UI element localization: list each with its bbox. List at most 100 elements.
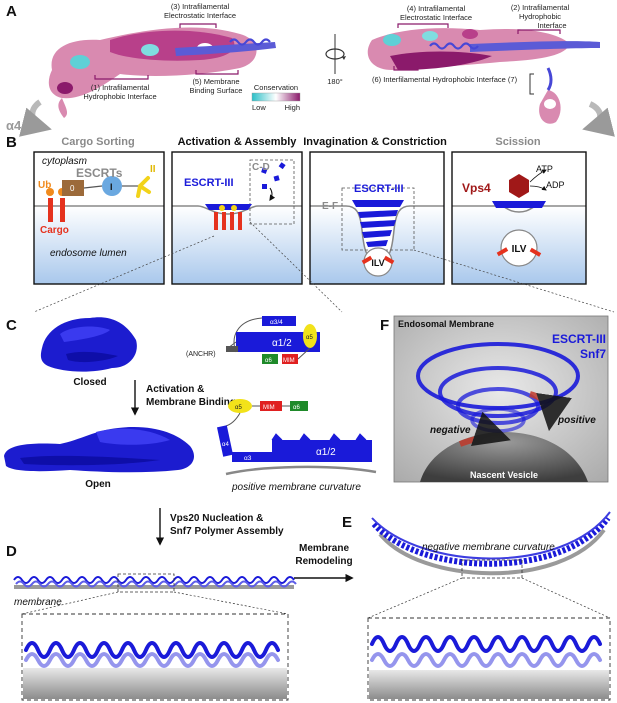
guide-line-f xyxy=(413,249,615,313)
panel-label-d: D xyxy=(6,543,17,560)
label-a6-open: α6 xyxy=(293,405,300,411)
label-interface-5b: Binding Surface xyxy=(190,86,243,95)
arrow-positive xyxy=(529,391,572,432)
label-interface-4a: (4) Intrafilamental xyxy=(407,4,466,13)
box-cargo-sorting xyxy=(33,151,165,285)
bracket-1 xyxy=(94,75,149,80)
zoom-inset-d-membrane xyxy=(23,668,287,699)
label-endosome-lumen: endosome lumen xyxy=(50,248,127,259)
label-a5-closed: α5 xyxy=(306,335,313,341)
rotation-icon xyxy=(325,34,346,74)
bracket-4 xyxy=(397,23,449,28)
label-activation-2: Membrane Binding xyxy=(146,397,236,408)
panel-d: Vps20 Nucleation & Snf7 Polymer Assembly… xyxy=(6,508,297,701)
zoom-line-e-right xyxy=(521,577,611,619)
label-atp: ATP xyxy=(536,164,553,174)
label-escrt3-f: ESCRT-III xyxy=(552,332,606,346)
label-snf7: Snf7 xyxy=(580,347,606,361)
label-a12-closed: α1/2 xyxy=(272,338,292,349)
label-a34: α3/4 xyxy=(270,319,283,326)
label-vps4: Vps4 xyxy=(462,181,491,195)
label-closed: Closed xyxy=(73,377,106,388)
polymer-curved xyxy=(371,516,611,567)
label-a3-open: α3 xyxy=(244,455,252,462)
panel-label-a: A xyxy=(6,3,17,20)
label-interface-5a: (5) Membrane xyxy=(192,77,239,86)
label-mim-closed: MIM xyxy=(283,358,295,364)
label-ub: Ub xyxy=(38,180,51,191)
label-interface-2c: Interface xyxy=(537,21,566,30)
rotation-label: 180° xyxy=(327,77,343,86)
label-interface-2a: (2) Intrafilamental xyxy=(511,3,570,12)
box-scission xyxy=(451,151,587,285)
stage-title-3: Invagination & Constriction xyxy=(303,136,447,148)
label-interface-3a: (3) Intrafilamental xyxy=(171,2,230,11)
zoom-box-d xyxy=(117,573,175,593)
label-remodeling-2: Remodeling xyxy=(295,556,352,567)
zoom-line-d-left xyxy=(21,591,119,615)
panel-label-b: B xyxy=(6,134,17,151)
panel-f: F Endosomal Membrane ESCRT-III Snf7 nega… xyxy=(380,315,609,483)
label-ef: E-F xyxy=(322,201,338,212)
label-positive-curvature: positive membrane curvature xyxy=(231,482,361,493)
zoom-line-d-right xyxy=(173,591,289,615)
closed-cartoon xyxy=(226,316,320,364)
label-interface-3b: Electrostatic Interface xyxy=(164,11,236,20)
conservation-title: Conservation xyxy=(254,83,298,92)
bracket-7 xyxy=(529,73,534,95)
zoom-box-e xyxy=(461,559,523,579)
label-a5-open: α5 xyxy=(235,405,242,411)
conservation-low: Low xyxy=(252,103,266,112)
label-interface-1a: (1) Intrafilamental xyxy=(91,83,150,92)
stage-title-1: Cargo Sorting xyxy=(61,136,134,148)
structure-right xyxy=(367,28,615,137)
label-anchr: (ANCHR) xyxy=(186,351,216,358)
label-adp: ADP xyxy=(546,180,565,190)
label-cargo: Cargo xyxy=(40,225,69,236)
label-endosomal-membrane: Endosomal Membrane xyxy=(398,319,494,329)
zoom-inset-d-helices xyxy=(24,641,280,668)
bracket-5 xyxy=(195,70,239,75)
panel-a: A α4 (3) Intrafilamental Electrostatic I… xyxy=(6,2,615,137)
label-interface-2b: Hydrophobic xyxy=(519,12,561,21)
label-interface-6: (6) Interfilamental Hydrophobic Interfac… xyxy=(372,75,518,84)
label-nascent-vesicle: Nascent Vesicle xyxy=(470,470,538,480)
structure-left xyxy=(19,27,276,137)
label-ilv-b3: ILV xyxy=(371,258,384,268)
label-negative: negative xyxy=(430,425,471,436)
panel-label-c: C xyxy=(6,317,17,334)
label-interface-1b: Hydrophobic Interface xyxy=(83,92,156,101)
panel-label-f: F xyxy=(380,317,389,334)
conservation-legend: Conservation Low High xyxy=(251,83,301,112)
label-membrane: membrane xyxy=(14,597,62,608)
panel-c: C Closed α3/4 α1/2 α5 α6 MIM (ANCHR) Act… xyxy=(4,316,377,493)
box-activation-assembly xyxy=(171,151,303,285)
panel-label-e: E xyxy=(342,514,352,531)
label-a12-open: α1/2 xyxy=(316,447,336,458)
zoom-inset-e-helices xyxy=(370,635,602,668)
alpha4-label-left: α4 xyxy=(6,118,22,133)
open-structure xyxy=(4,426,194,473)
label-a6-closed: α6 xyxy=(265,358,272,364)
label-cytoplasm: cytoplasm xyxy=(42,156,87,167)
panel-e: Membrane Remodeling E negative membrane … xyxy=(294,511,611,701)
stage-title-4: Scission xyxy=(495,136,541,148)
label-mim-open: MIM xyxy=(263,405,275,411)
polymer-flat xyxy=(13,576,297,588)
label-escrt-2: II xyxy=(150,164,156,175)
conservation-high: High xyxy=(285,103,300,112)
label-escrt-0: 0 xyxy=(70,184,75,193)
closed-structure xyxy=(40,317,137,372)
guide-line-c-left xyxy=(33,235,215,313)
bracket-2 xyxy=(517,29,561,34)
polymer-curved-top xyxy=(371,511,611,560)
bracket-3 xyxy=(179,23,217,28)
label-nucleation-2: Snf7 Polymer Assembly xyxy=(170,526,284,537)
conservation-gradient xyxy=(251,92,301,102)
bracket-6 xyxy=(393,66,419,71)
label-cd: C-D xyxy=(252,162,270,173)
label-escrt-1: I xyxy=(110,182,113,192)
label-remodeling-1: Membrane xyxy=(299,543,349,554)
label-a4-open: α4 xyxy=(222,442,229,448)
box-invagination-constriction xyxy=(309,151,445,285)
